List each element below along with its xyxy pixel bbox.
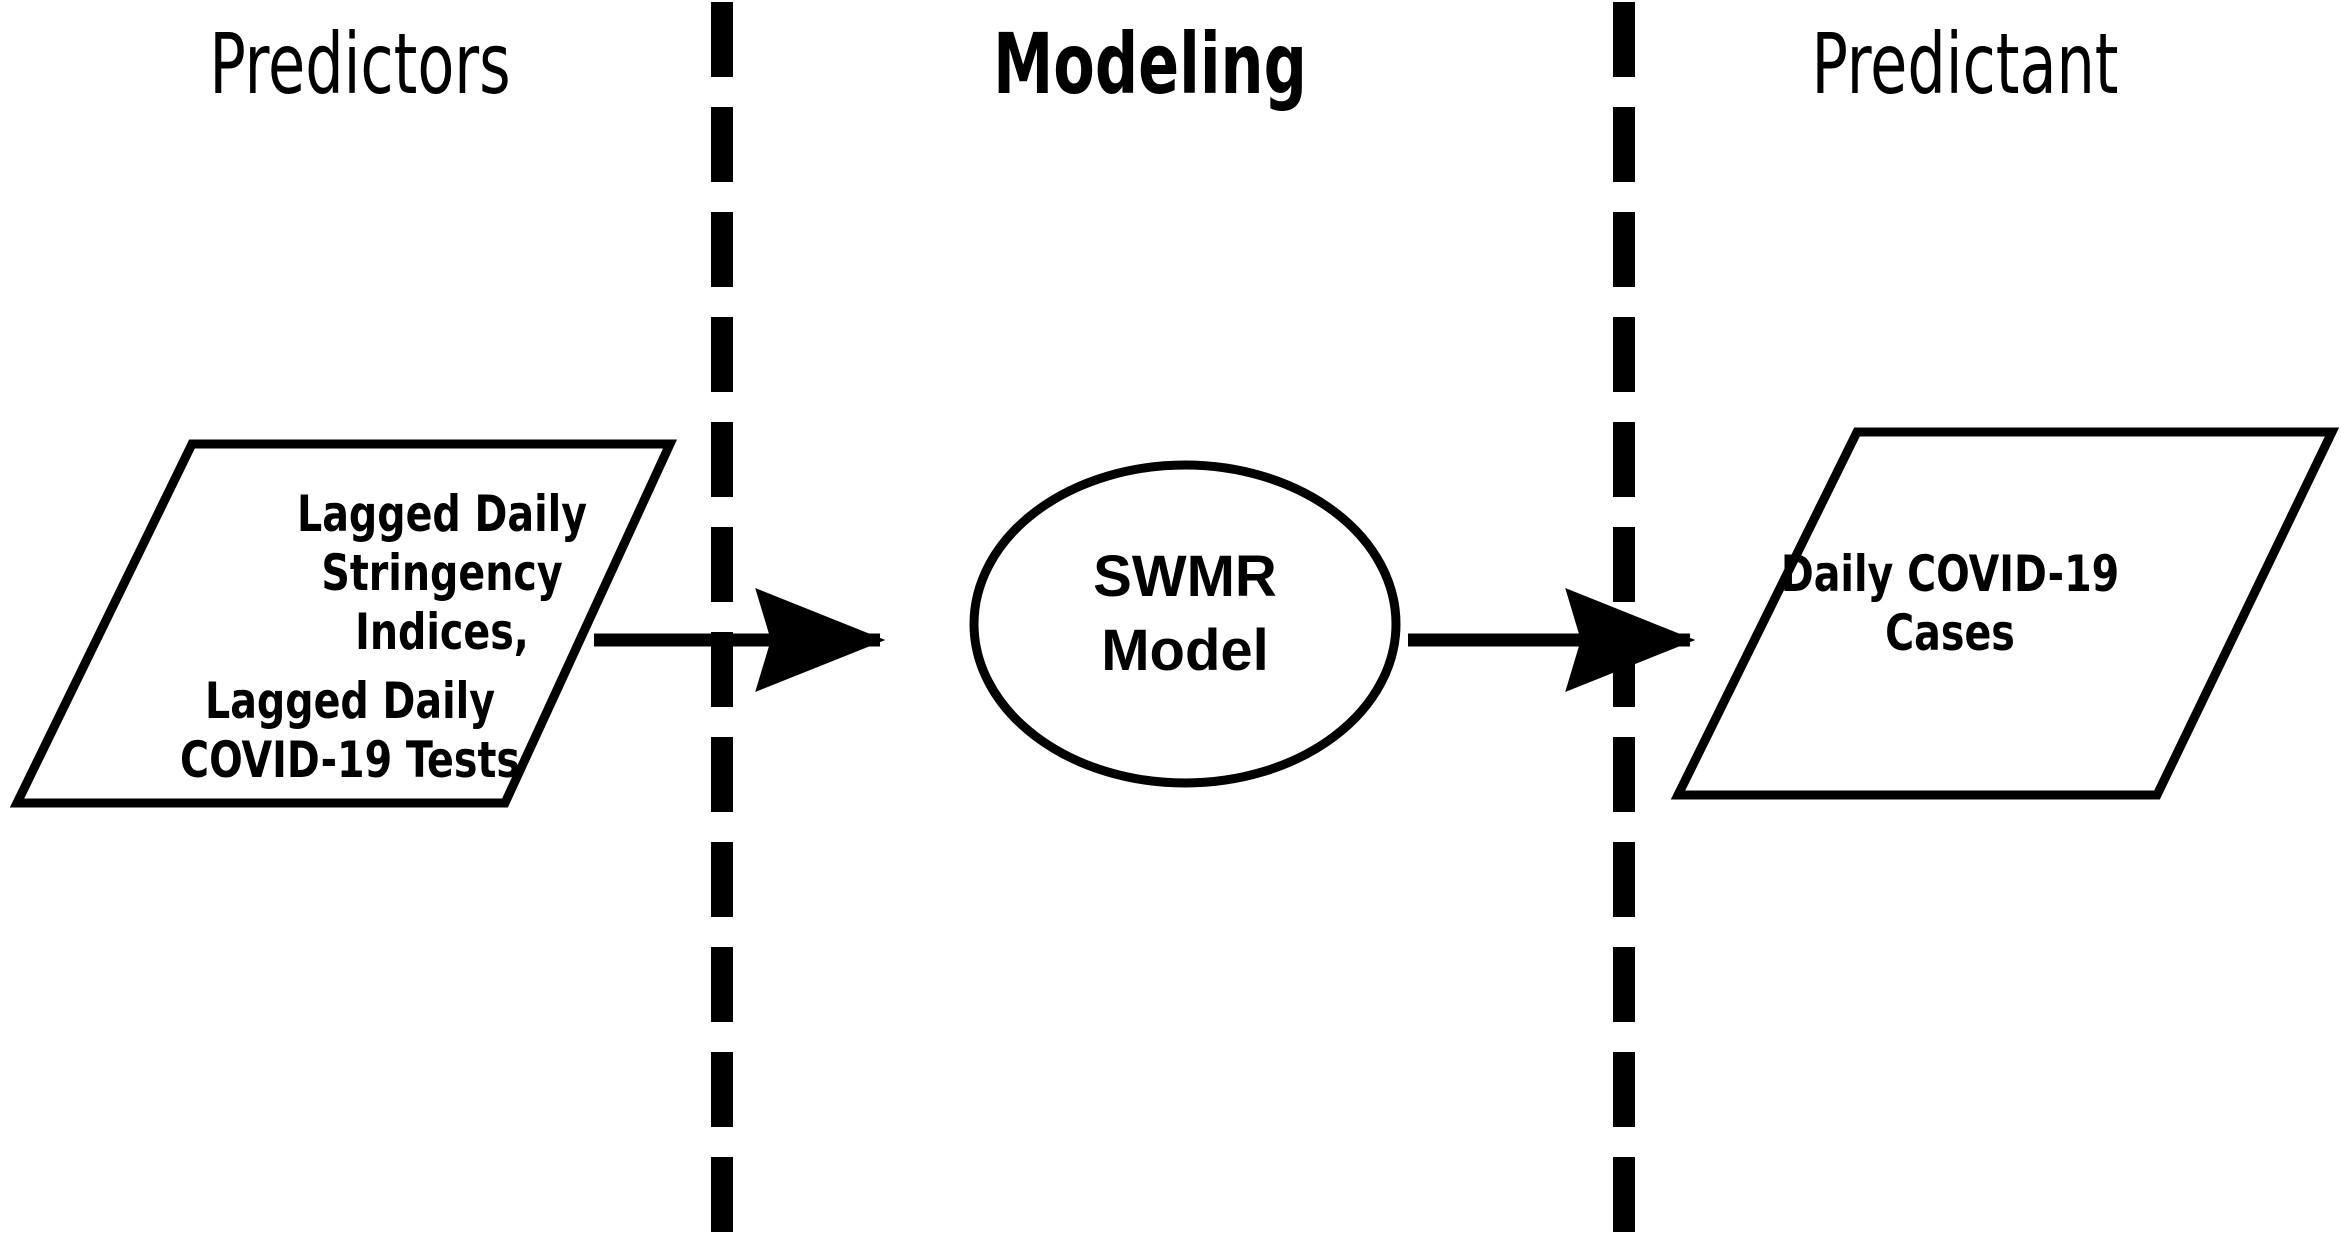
column-heading-predictors: Predictors	[209, 15, 511, 113]
column-heading-modeling: Modeling	[993, 15, 1307, 113]
model-node-ellipse[interactable]	[969, 460, 1401, 788]
output-node-label: Daily COVID-19 Cases	[1780, 545, 2120, 662]
input-node-parallelogram[interactable]	[9, 439, 678, 808]
input-node-label-bottom: Lagged Daily COVID-19 Tests	[180, 672, 520, 789]
output-node-parallelogram[interactable]	[1670, 427, 2340, 800]
model-node-label: SWMR Model	[1093, 544, 1277, 684]
column-heading-predictant: Predictant	[1811, 15, 2119, 113]
input-node-label-top: Lagged Daily Stringency Indices,	[296, 485, 588, 661]
